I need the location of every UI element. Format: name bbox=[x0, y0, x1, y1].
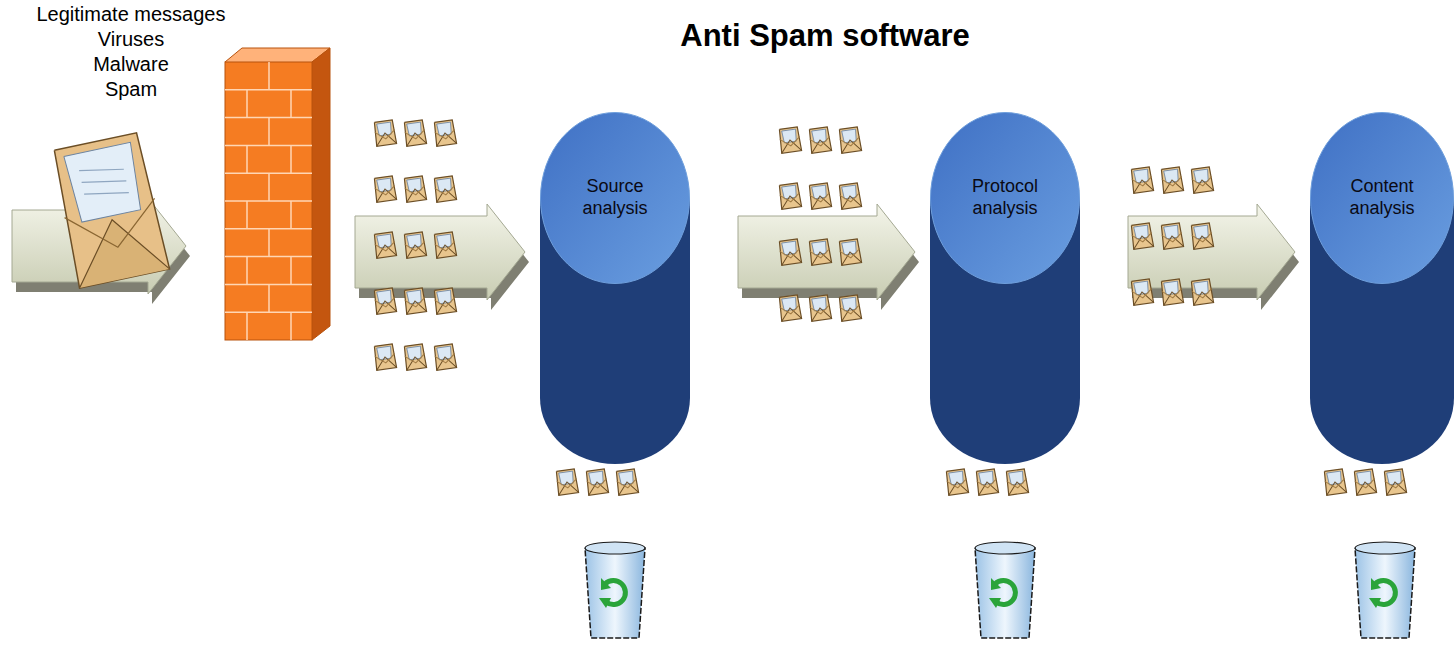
arrow-body bbox=[1128, 204, 1295, 300]
firewall-icon bbox=[225, 48, 330, 340]
cylinder-shape bbox=[1310, 112, 1454, 464]
flow-arrow bbox=[1128, 204, 1299, 310]
envelope-icons bbox=[50, 120, 1406, 496]
cylinder-shape bbox=[930, 112, 1080, 464]
analysis-cylinder: Content analysis bbox=[1310, 112, 1454, 464]
stage-name: Protocol analysis bbox=[953, 176, 1057, 219]
input-type-label: Malware bbox=[0, 52, 262, 77]
cylinder-shape bbox=[540, 112, 690, 464]
flow-arrow bbox=[738, 204, 919, 310]
arrow-body bbox=[355, 204, 525, 300]
cylinder-caption: Protocol analysis bbox=[930, 112, 1080, 284]
stage-name: Content analysis bbox=[1330, 176, 1434, 219]
input-type-label: Spam bbox=[0, 77, 262, 102]
input-type-label: Legitimate messages bbox=[0, 2, 262, 27]
stage-name: Source analysis bbox=[563, 176, 667, 219]
cylinder-caption: Content analysis bbox=[1310, 112, 1454, 284]
input-type-label: Viruses bbox=[0, 27, 262, 52]
recycle-bin-icons bbox=[585, 542, 1415, 638]
cylinder-caption: Source analysis bbox=[540, 112, 690, 284]
analysis-cylinder: Source analysis bbox=[540, 112, 690, 464]
diagram-title: Anti Spam software bbox=[560, 18, 1090, 54]
analysis-cylinder: Protocol analysis bbox=[930, 112, 1080, 464]
input-list: Legitimate messagesVirusesMalwareSpam bbox=[0, 2, 262, 102]
arrow-body bbox=[738, 204, 915, 300]
